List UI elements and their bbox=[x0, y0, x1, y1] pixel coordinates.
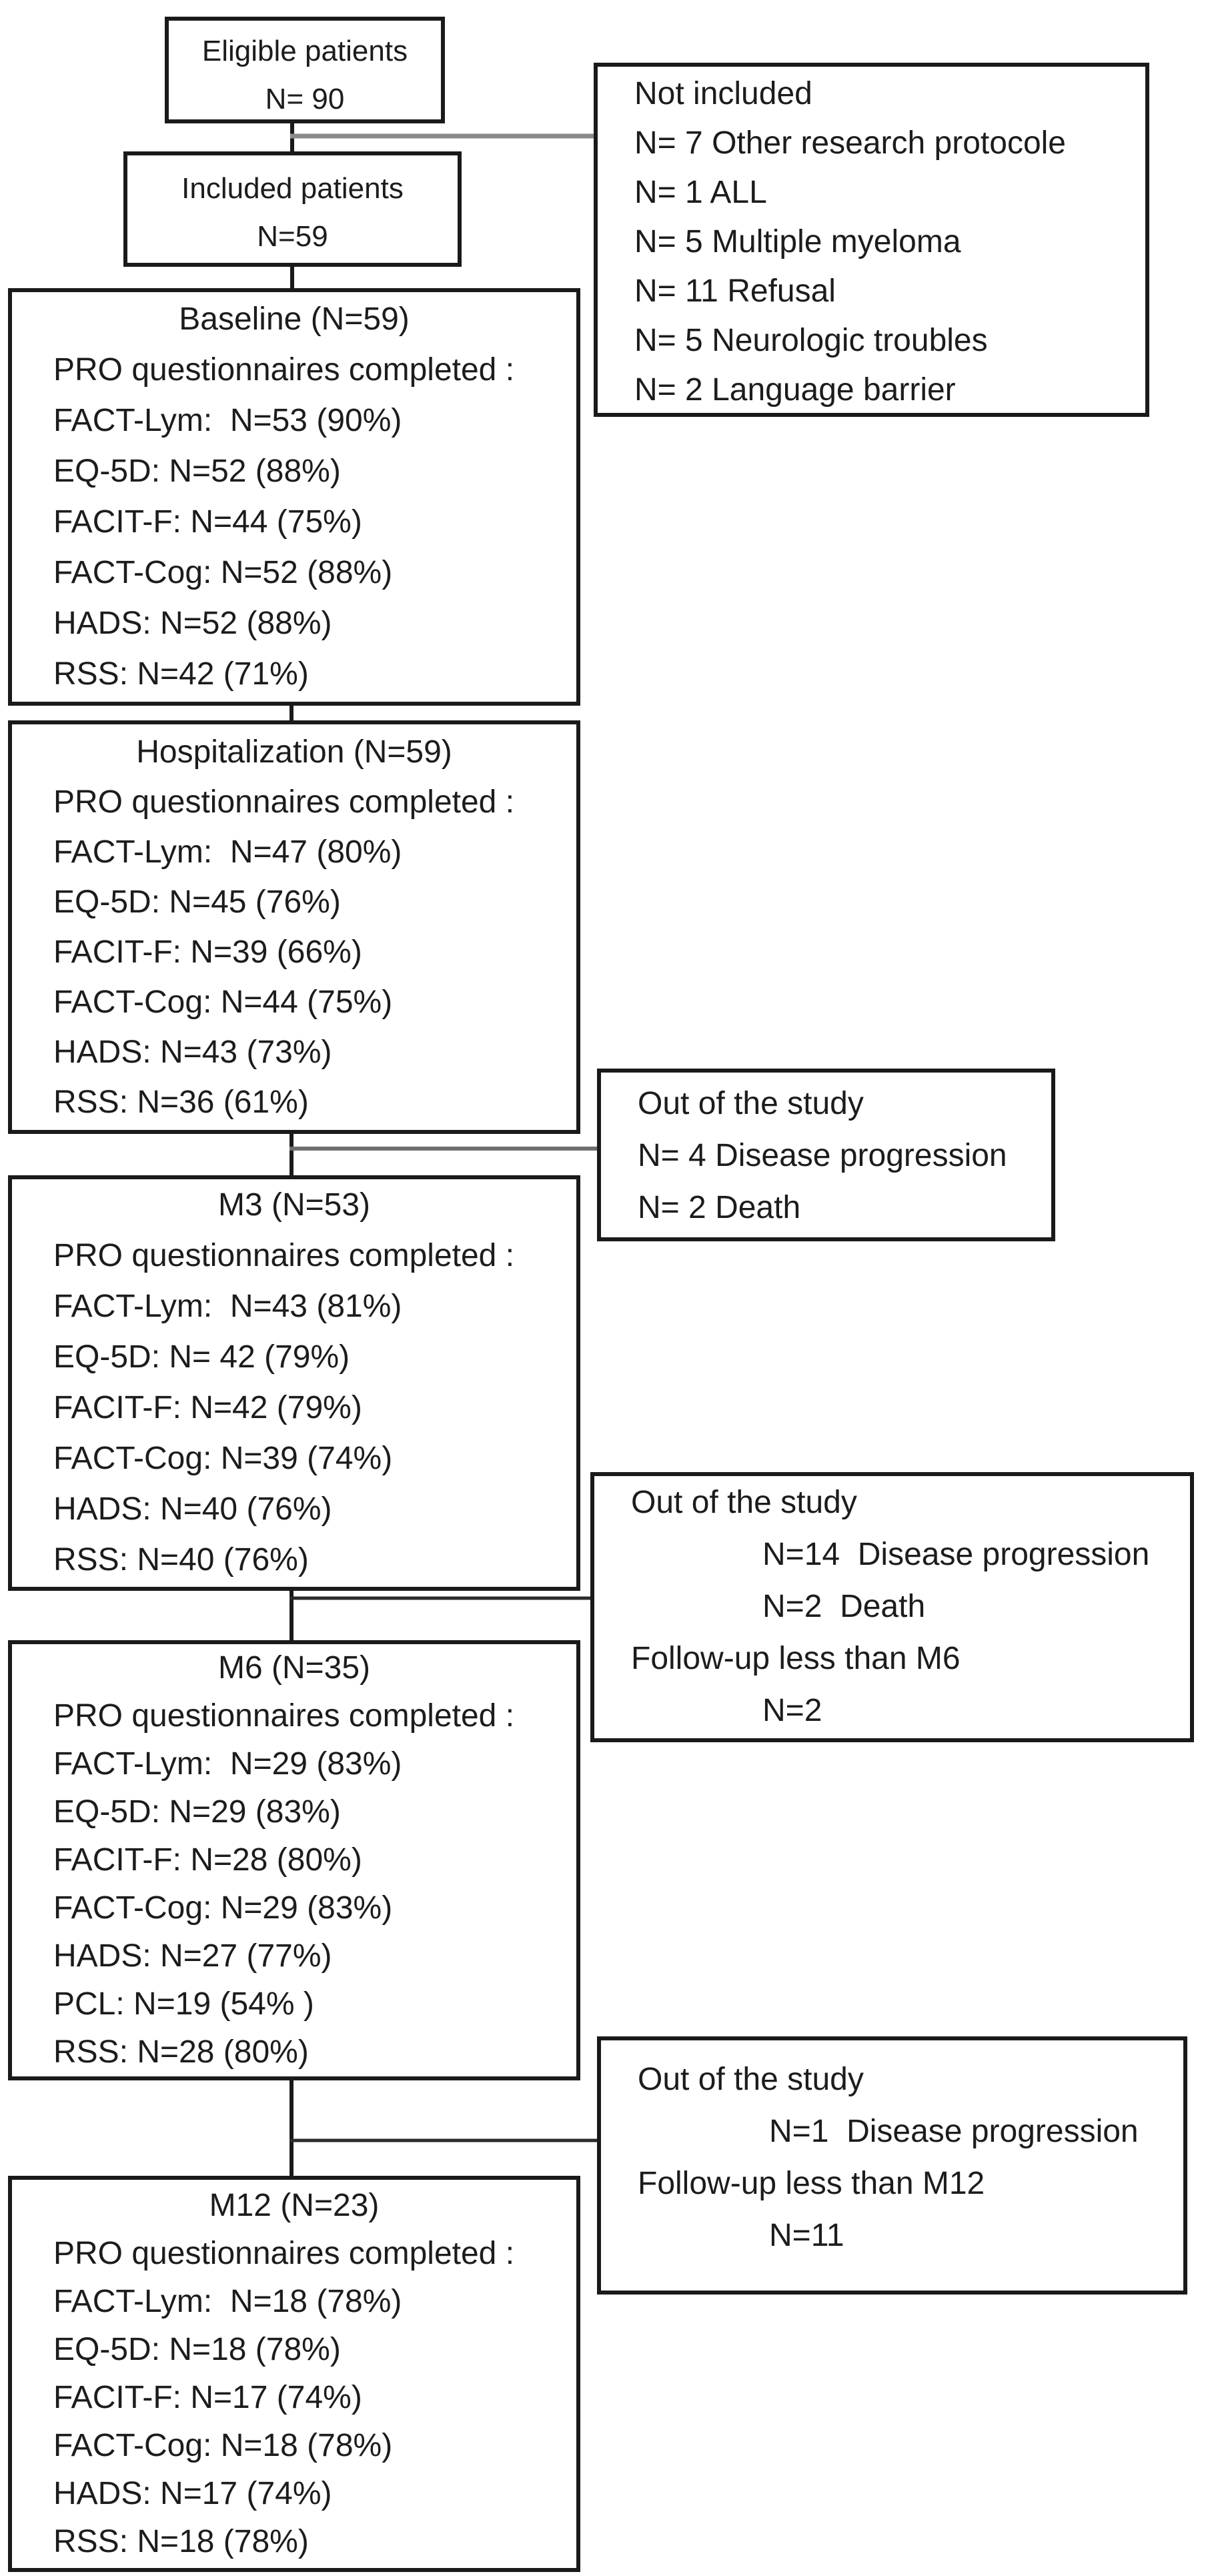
questionnaire-stat: EQ-5D: N=52 (88%) bbox=[53, 454, 341, 489]
box-title: Hospitalization (N=59) bbox=[136, 734, 452, 770]
box-out-of-study-after-hospitalization: Out of the study N= 4 Disease progressio… bbox=[597, 1069, 1055, 1241]
box-baseline: Baseline (N=59) PRO questionnaires compl… bbox=[8, 288, 580, 706]
patient-count: N=59 bbox=[257, 220, 328, 253]
questionnaire-stat: FACT-Lym: N=53 (90%) bbox=[53, 403, 402, 438]
questionnaire-stat: EQ-5D: N=45 (76%) bbox=[53, 884, 341, 920]
questionnaire-stat: FACIT-F: N=44 (75%) bbox=[53, 504, 362, 540]
questionnaire-stat: HADS: N=52 (88%) bbox=[53, 606, 332, 641]
exclusion-reason: N= 5 Multiple myeloma bbox=[634, 224, 961, 259]
questionnaire-stat: FACT-Lym: N=43 (81%) bbox=[53, 1289, 402, 1324]
box-title: Out of the study bbox=[638, 1086, 864, 1121]
dropout-reason: N=1 Disease progression bbox=[769, 2114, 1139, 2149]
questionnaire-stat: FACT-Cog: N=39 (74%) bbox=[53, 1441, 393, 1476]
box-title: Out of the study bbox=[631, 1485, 857, 1520]
questionnaire-stat: RSS: N=36 (61%) bbox=[53, 1085, 309, 1120]
questionnaire-stat: HADS: N=17 (74%) bbox=[53, 2476, 332, 2511]
dropout-reason: N= 2 Death bbox=[638, 1190, 801, 1225]
questionnaire-stat: RSS: N=42 (71%) bbox=[53, 656, 309, 692]
questionnaire-stat: FACIT-F: N=17 (74%) bbox=[53, 2380, 362, 2415]
questionnaire-stat: HADS: N=40 (76%) bbox=[53, 1491, 332, 1527]
questionnaire-stat: HADS: N=27 (77%) bbox=[53, 1938, 332, 1974]
section-label: PRO questionnaires completed : bbox=[53, 352, 515, 388]
box-not-included: Not included N= 7 Other research protoco… bbox=[594, 63, 1149, 417]
dropout-reason: Follow-up less than M6 bbox=[631, 1641, 961, 1676]
section-label: PRO questionnaires completed : bbox=[53, 1238, 515, 1273]
box-title: Out of the study bbox=[638, 2062, 864, 2097]
exclusion-reason: N= 7 Other research protocole bbox=[634, 125, 1066, 161]
box-out-of-study-after-m6: Out of the study N=1 Disease progression… bbox=[597, 2036, 1187, 2295]
questionnaire-stat: FACT-Cog: N=52 (88%) bbox=[53, 555, 393, 590]
box-title: Included patients bbox=[181, 172, 404, 205]
box-m12: M12 (N=23) PRO questionnaires completed … bbox=[8, 2176, 580, 2572]
box-included-patients: Included patients N=59 bbox=[123, 151, 462, 267]
box-title: M6 (N=35) bbox=[217, 1650, 371, 1686]
exclusion-reason: N= 5 Neurologic troubles bbox=[634, 323, 988, 358]
questionnaire-stat: FACT-Lym: N=18 (78%) bbox=[53, 2284, 402, 2319]
dropout-reason: N= 4 Disease progression bbox=[638, 1138, 1007, 1173]
dropout-count: N=2 bbox=[762, 1693, 822, 1728]
questionnaire-stat: RSS: N=18 (78%) bbox=[53, 2524, 309, 2559]
box-title: M12 (N=23) bbox=[209, 2188, 380, 2223]
questionnaire-stat: FACT-Cog: N=29 (83%) bbox=[53, 1890, 393, 1926]
questionnaire-stat: HADS: N=43 (73%) bbox=[53, 1035, 332, 1070]
box-title: Eligible patients bbox=[201, 35, 408, 67]
box-title: Not included bbox=[634, 76, 812, 111]
questionnaire-stat: RSS: N=28 (80%) bbox=[53, 2034, 309, 2070]
box-eligible-patients: Eligible patients N= 90 bbox=[165, 17, 445, 123]
questionnaire-stat: EQ-5D: N= 42 (79%) bbox=[53, 1339, 350, 1375]
questionnaire-stat: PCL: N=19 (54% ) bbox=[53, 1986, 314, 2022]
dropout-count: N=11 bbox=[769, 2218, 844, 2253]
box-m3: M3 (N=53) PRO questionnaires completed :… bbox=[8, 1175, 580, 1591]
questionnaire-stat: FACT-Lym: N=47 (80%) bbox=[53, 834, 402, 870]
questionnaire-stat: FACT-Cog: N=18 (78%) bbox=[53, 2428, 393, 2463]
section-label: PRO questionnaires completed : bbox=[53, 784, 515, 820]
questionnaire-stat: FACIT-F: N=39 (66%) bbox=[53, 934, 362, 970]
patient-count: N= 90 bbox=[265, 83, 345, 115]
exclusion-reason: N= 1 ALL bbox=[634, 175, 767, 210]
questionnaire-stat: FACT-Lym: N=29 (83%) bbox=[53, 1746, 402, 1782]
questionnaire-stat: EQ-5D: N=29 (83%) bbox=[53, 1794, 341, 1830]
dropout-reason: N=14 Disease progression bbox=[762, 1537, 1150, 1572]
questionnaire-stat: FACIT-F: N=28 (80%) bbox=[53, 1842, 362, 1878]
box-m6: M6 (N=35) PRO questionnaires completed :… bbox=[8, 1640, 580, 2080]
box-title: M3 (N=53) bbox=[217, 1187, 371, 1223]
dropout-reason: Follow-up less than M12 bbox=[638, 2166, 985, 2201]
box-hospitalization: Hospitalization (N=59) PRO questionnaire… bbox=[8, 720, 580, 1134]
dropout-reason: N=2 Death bbox=[762, 1589, 926, 1624]
exclusion-reason: N= 11 Refusal bbox=[634, 273, 836, 309]
box-title: Baseline (N=59) bbox=[179, 301, 410, 337]
questionnaire-stat: RSS: N=40 (76%) bbox=[53, 1542, 309, 1577]
questionnaire-stat: FACIT-F: N=42 (79%) bbox=[53, 1390, 362, 1425]
section-label: PRO questionnaires completed : bbox=[53, 2236, 515, 2271]
exclusion-reason: N= 2 Language barrier bbox=[634, 372, 956, 408]
questionnaire-stat: EQ-5D: N=18 (78%) bbox=[53, 2332, 341, 2367]
questionnaire-stat: FACT-Cog: N=44 (75%) bbox=[53, 985, 393, 1020]
section-label: PRO questionnaires completed : bbox=[53, 1698, 515, 1734]
box-out-of-study-after-m3: Out of the study N=14 Disease progressio… bbox=[590, 1472, 1194, 1742]
